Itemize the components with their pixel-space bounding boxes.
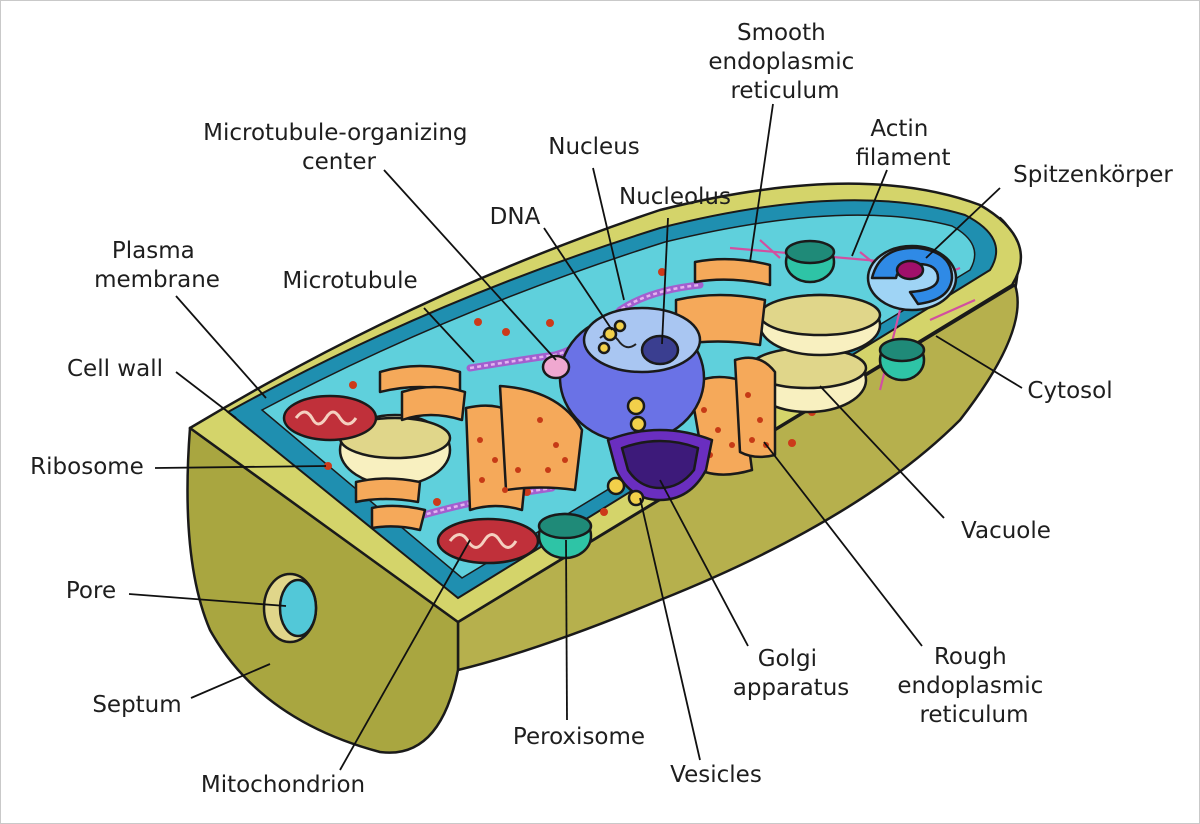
label-septum: Septum	[92, 692, 181, 718]
mtoc-shape	[541, 354, 571, 380]
leader-lines	[128, 103, 1023, 771]
labels: Smooth endoplasmic reticulum Actin filam…	[30, 20, 1173, 798]
label-spitzenkorper: Spitzenkörper	[1013, 162, 1173, 188]
label-cytosol: Cytosol	[1027, 378, 1112, 404]
label-cell-wall: Cell wall	[67, 356, 163, 382]
pore	[262, 572, 318, 644]
golgi-apparatus	[606, 428, 714, 502]
septum-face	[186, 426, 460, 754]
label-nucleolus: Nucleolus	[619, 184, 731, 210]
label-vesicles: Vesicles	[670, 762, 762, 788]
label-rough-er: Rough endoplasmic reticulum	[897, 644, 1050, 728]
label-smooth-er: Smooth endoplasmic reticulum	[708, 20, 861, 104]
label-mtoc: Microtubule-organizing center	[203, 120, 475, 175]
label-mitochondrion: Mitochondrion	[201, 772, 365, 798]
label-ribosome: Ribosome	[30, 454, 144, 480]
label-pore: Pore	[66, 578, 116, 604]
peroxisomes	[537, 239, 926, 560]
label-plasma-membrane: Plasma membrane	[94, 238, 220, 293]
label-peroxisome: Peroxisome	[513, 724, 645, 750]
label-golgi-apparatus: Golgi apparatus	[733, 646, 850, 701]
label-nucleus: Nucleus	[548, 134, 640, 160]
label-actin-filament: Actin filament	[855, 116, 950, 171]
ribosomes	[324, 268, 816, 516]
label-dna: DNA	[490, 204, 541, 230]
rough-er-ribosomes	[477, 392, 769, 493]
nucleolus-shape	[640, 334, 680, 366]
nucleus	[541, 306, 706, 444]
vesicles	[606, 396, 647, 507]
spitzenkorper	[866, 244, 958, 312]
label-microtubule: Microtubule	[282, 268, 417, 294]
label-vacuole: Vacuole	[961, 518, 1051, 544]
